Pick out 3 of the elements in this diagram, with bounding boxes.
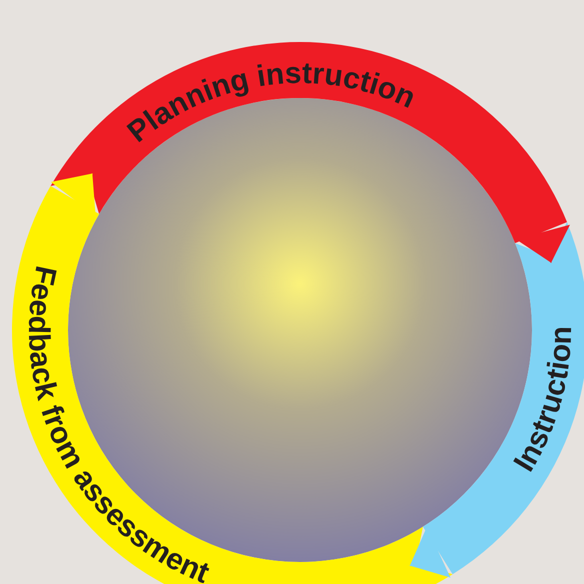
cycle-segment — [50, 42, 568, 244]
cycle-segment — [422, 222, 584, 574]
cycle-segment — [12, 186, 453, 584]
